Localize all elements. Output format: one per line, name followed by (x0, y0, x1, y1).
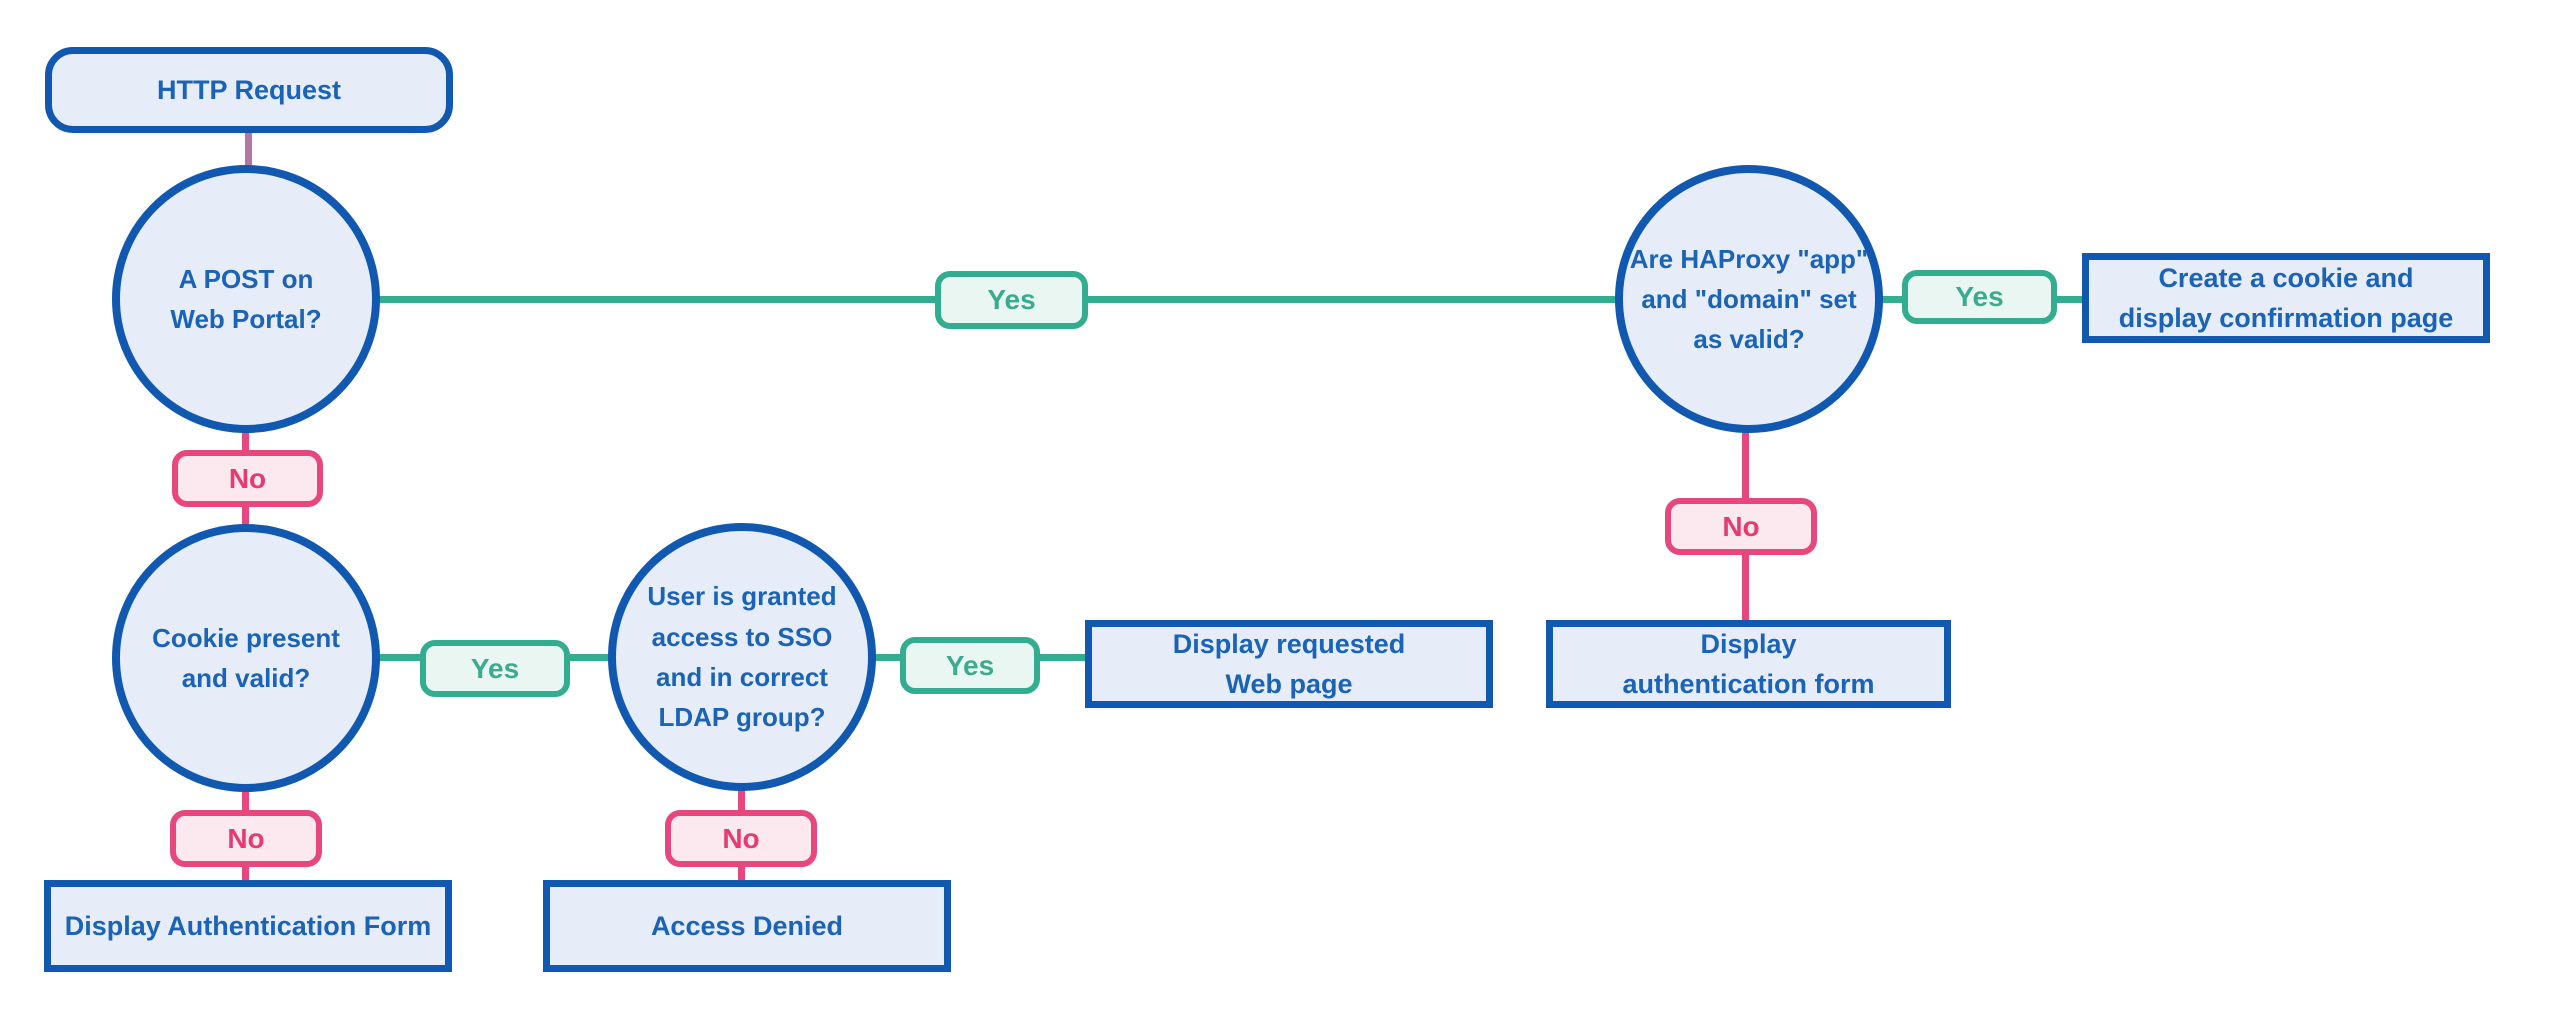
edge-label-post-no-text: No (228, 462, 267, 494)
node-display-auth-form-left-label: Display Authentication Form (64, 910, 432, 941)
edge-label-ldap-yes: Yes (900, 637, 1040, 694)
decision-haproxy-valid: Are HAProxy "app" and "domain" set as va… (1615, 165, 1883, 433)
edge-label-haproxy-no-text: No (1722, 510, 1760, 542)
decision-post-web-portal-label: A POST on Web Portal? (170, 263, 322, 334)
node-http-request: HTTP Request (45, 47, 453, 133)
node-create-cookie-label: Create a cookie and display confirmation… (2118, 262, 2454, 334)
edge-label-ldap-yes-text: Yes (945, 649, 995, 681)
node-http-request-label: HTTP Request (156, 74, 342, 105)
node-create-cookie: Create a cookie and display confirmation… (2082, 253, 2490, 343)
edge-label-cookie-no-text: No (227, 822, 265, 854)
decision-cookie-valid-label: Cookie present and valid? (152, 622, 340, 693)
edge-label-post-yes: Yes (935, 271, 1088, 329)
node-display-web-page: Display requested Web page (1085, 620, 1493, 708)
edge-label-post-no: No (172, 450, 323, 507)
decision-ldap-group-label: User is granted access to SSO and in cor… (647, 581, 837, 733)
decision-cookie-valid: Cookie present and valid? (112, 524, 380, 792)
edge-label-cookie-yes-text: Yes (470, 652, 520, 684)
node-display-auth-form-right: Display authentication form (1546, 620, 1951, 708)
edge-label-haproxy-yes-text: Yes (1955, 281, 2004, 312)
node-display-auth-form-right-label: Display authentication form (1622, 628, 1875, 700)
decision-post-web-portal: A POST on Web Portal? (112, 165, 380, 433)
decision-ldap-group: User is granted access to SSO and in cor… (608, 523, 876, 791)
connector-http-to-post (245, 130, 252, 168)
edge-label-cookie-no: No (170, 810, 322, 867)
edge-label-haproxy-yes: Yes (1902, 270, 2057, 324)
node-access-denied: Access Denied (543, 880, 951, 972)
node-display-web-page-label: Display requested Web page (1172, 628, 1406, 700)
node-display-auth-form-left: Display Authentication Form (44, 880, 452, 972)
edge-label-ldap-no: No (665, 810, 817, 867)
edge-label-cookie-yes: Yes (420, 640, 570, 697)
edge-label-haproxy-no: No (1665, 498, 1817, 555)
edge-label-ldap-no-text: No (722, 822, 760, 854)
decision-haproxy-valid-label: Are HAProxy "app" and "domain" set as va… (1629, 243, 1869, 355)
node-access-denied-label: Access Denied (650, 910, 844, 941)
edge-label-post-yes-text: Yes (987, 284, 1036, 315)
